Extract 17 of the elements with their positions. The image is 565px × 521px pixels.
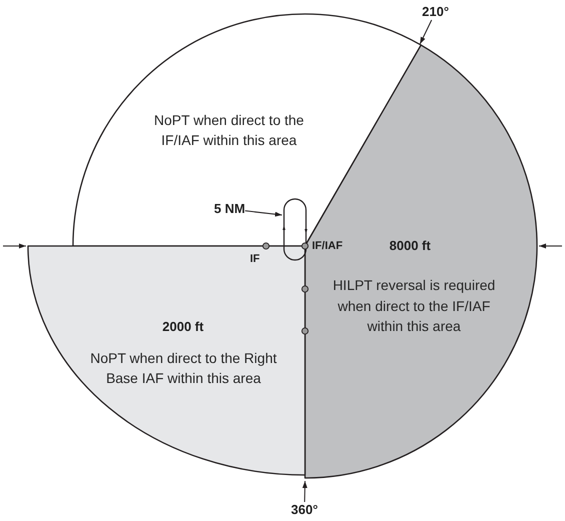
arrow xyxy=(2,244,26,248)
area-note: NoPT when direct to the Right Base IAF within this area xyxy=(89,349,278,388)
leader-arrow xyxy=(420,20,432,44)
sector-area xyxy=(303,43,539,480)
course-label: 360° xyxy=(291,502,318,518)
area-note: NoPT when direct to the IF/IAF within this area xyxy=(153,111,305,150)
leader-arrow xyxy=(244,210,282,217)
fix-label: IF/IAF xyxy=(312,239,343,253)
arrow xyxy=(538,244,562,248)
course-label: 210° xyxy=(422,4,449,20)
fix-label: IF xyxy=(250,252,260,266)
sector-area xyxy=(26,244,307,477)
altitude-label: 2000 ft xyxy=(161,319,205,335)
area-note: HILPT reversal is required when direct to the IF/IAF within this area xyxy=(332,276,496,336)
altitude-label: 8000 ft xyxy=(388,238,432,254)
distance-label: 5 NM xyxy=(214,201,246,217)
leader-arrow xyxy=(302,480,308,502)
